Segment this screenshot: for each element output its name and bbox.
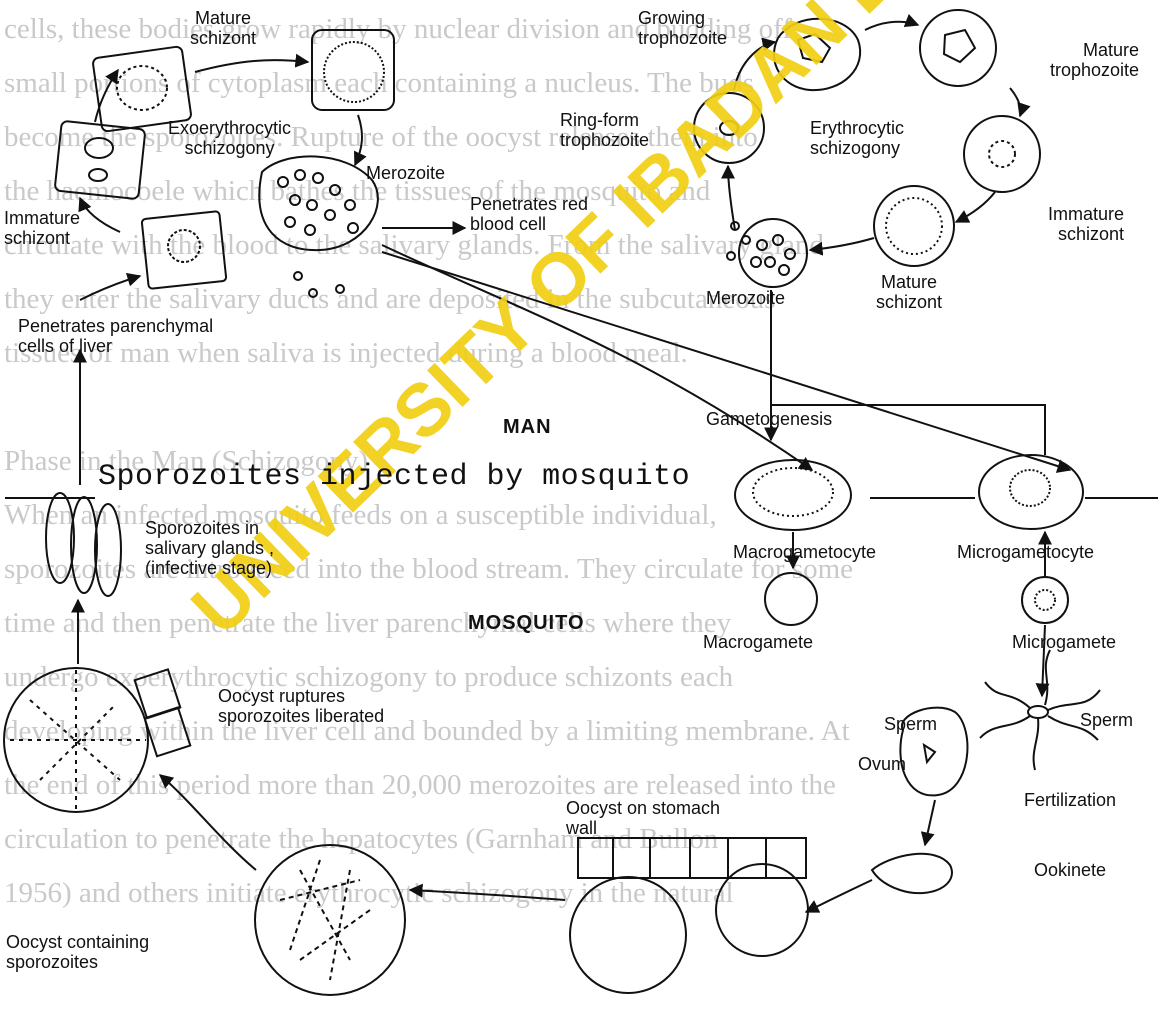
label-microgametocyte: Microgametocyte	[957, 542, 1094, 562]
label-ovum: Ovum	[858, 754, 906, 774]
label-erythrocytic: Erythrocytic schizogony	[810, 118, 904, 158]
microgamete-cell	[1022, 577, 1068, 623]
oocyst-containing-sporozoites	[255, 845, 405, 995]
label-immature-schizont-left: Immature schizont	[4, 208, 80, 248]
arrow	[80, 276, 140, 300]
label-sperm-left: Sperm	[884, 714, 937, 734]
microgametocyte-cell	[979, 455, 1083, 529]
label-oocyst-containing: Oocyst containing sporozoites	[6, 932, 149, 972]
arrow	[806, 880, 872, 912]
ookinete-cell	[872, 854, 952, 893]
arrow	[1010, 88, 1021, 116]
arrow	[195, 60, 308, 72]
label-penetrates-red: Penetrates red blood cell	[470, 194, 588, 234]
arrow	[956, 192, 995, 222]
label-exoerythrocytic: Exoerythrocytic schizogony	[168, 118, 291, 158]
label-microgamete: Microgamete	[1012, 632, 1116, 652]
label-ring-form: Ring-form trophozoite	[560, 110, 649, 150]
immature-schizont-liver-cell	[142, 211, 227, 289]
immature-schizont-rbc	[964, 116, 1040, 192]
arrow	[80, 198, 120, 232]
label-oocyst-stomach: Oocyst on stomach wall	[566, 798, 720, 838]
macrogamete-cell	[765, 573, 817, 625]
label-growing-trophozoite: Growing trophozoite	[638, 8, 727, 48]
liver-cell	[55, 121, 146, 199]
arrow	[728, 166, 735, 230]
label-sperm-right: Sperm	[1080, 710, 1133, 730]
salivary-glands	[46, 493, 121, 596]
arrow	[355, 115, 362, 165]
label-sporozoites-salivary: Sporozoites in salivary glands , (infect…	[145, 518, 274, 578]
arrow	[810, 238, 874, 250]
label-merozoite-left: Merozoite	[366, 163, 445, 183]
label-macrogamete: Macrogamete	[703, 632, 813, 652]
label-gametogenesis: Gametogenesis	[706, 409, 832, 429]
arrow	[160, 775, 256, 870]
merozoite-cluster-left	[259, 156, 378, 250]
label-immature-schizont-right: Immature schizont	[1048, 204, 1124, 244]
label-penetrates-liver: Penetrates parenchymal cells of liver	[18, 316, 213, 356]
label-merozoite-right: Merozoite	[706, 288, 785, 308]
oocyst-stomach-wall	[570, 877, 686, 993]
mature-trophozoite-cell	[920, 10, 996, 86]
region-label-man: MAN	[503, 416, 552, 439]
region-label-mosquito: MOSQUITO	[468, 612, 585, 635]
label-mature-trophozoite: Mature trophozoite	[1050, 40, 1139, 80]
divider-caption: Sporozoites injected by mosquito	[98, 460, 690, 494]
rupturing-schizont	[739, 219, 807, 287]
label-ookinete: Ookinete	[1034, 860, 1106, 880]
arrow	[410, 890, 565, 900]
arrow	[925, 800, 935, 845]
stomach-wall-epithelium	[578, 838, 806, 878]
label-fertilization: Fertilization	[1024, 790, 1116, 810]
label-macrogametocyte: Macrogametocyte	[733, 542, 876, 562]
macrogametocyte-cell	[735, 460, 851, 530]
label-mature-schizont-top: Mature schizont	[190, 8, 256, 48]
label-oocyst-ruptures: Oocyst ruptures sporozoites liberated	[218, 686, 384, 726]
label-mature-schizont-right: Mature schizont	[876, 272, 942, 312]
